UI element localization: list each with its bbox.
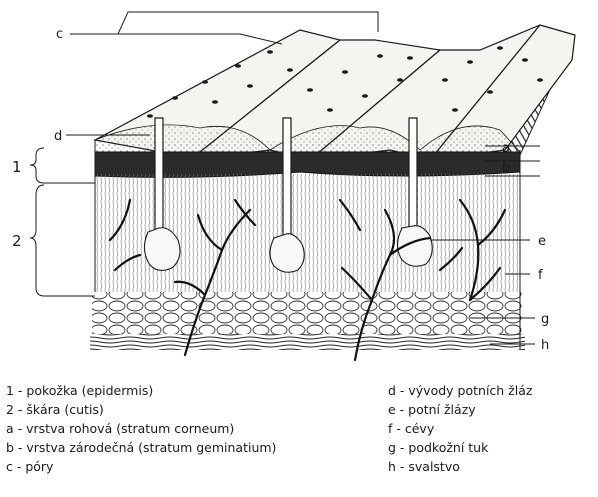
legend-item: h - svalstvo xyxy=(388,457,532,476)
legend-item: 2 - škára (cutis) xyxy=(6,400,276,419)
label-a: a xyxy=(502,141,510,156)
legend-item: d - vývody potních žláz xyxy=(388,381,532,400)
legend-item: f - cévy xyxy=(388,419,532,438)
skin-cross-section-diagram: c d a b 1 2 e f g h xyxy=(0,0,598,380)
label-f: f xyxy=(538,268,543,283)
legend-item: a - vrstva rohová (stratum corneum) xyxy=(6,419,276,438)
bracket-epidermis xyxy=(30,148,95,183)
legend-item: 1 - pokožka (epidermis) xyxy=(6,381,276,400)
legend-item: e - potní žlázy xyxy=(388,400,532,419)
label-1: 1 xyxy=(12,158,22,176)
legend-item: c - póry xyxy=(6,457,276,476)
label-h: h xyxy=(541,338,549,353)
subcutaneous-fat-layer xyxy=(92,292,522,334)
legend-right-column: d - vývody potních žláz e - potní žlázy … xyxy=(388,381,532,476)
legend-item: g - podkožní tuk xyxy=(388,438,532,457)
bracket-cutis xyxy=(30,185,95,296)
legend-item: b - vrstva zárodečná (stratum geminatium… xyxy=(6,438,276,457)
legend: 1 - pokožka (epidermis) 2 - škára (cutis… xyxy=(0,381,598,497)
label-g: g xyxy=(541,312,549,327)
label-2: 2 xyxy=(12,232,22,250)
label-b: b xyxy=(502,161,510,176)
muscle-layer xyxy=(90,334,525,350)
label-d: d xyxy=(54,129,62,144)
legend-left-column: 1 - pokožka (epidermis) 2 - škára (cutis… xyxy=(6,381,276,476)
label-e: e xyxy=(538,234,546,249)
label-c: c xyxy=(56,27,63,42)
